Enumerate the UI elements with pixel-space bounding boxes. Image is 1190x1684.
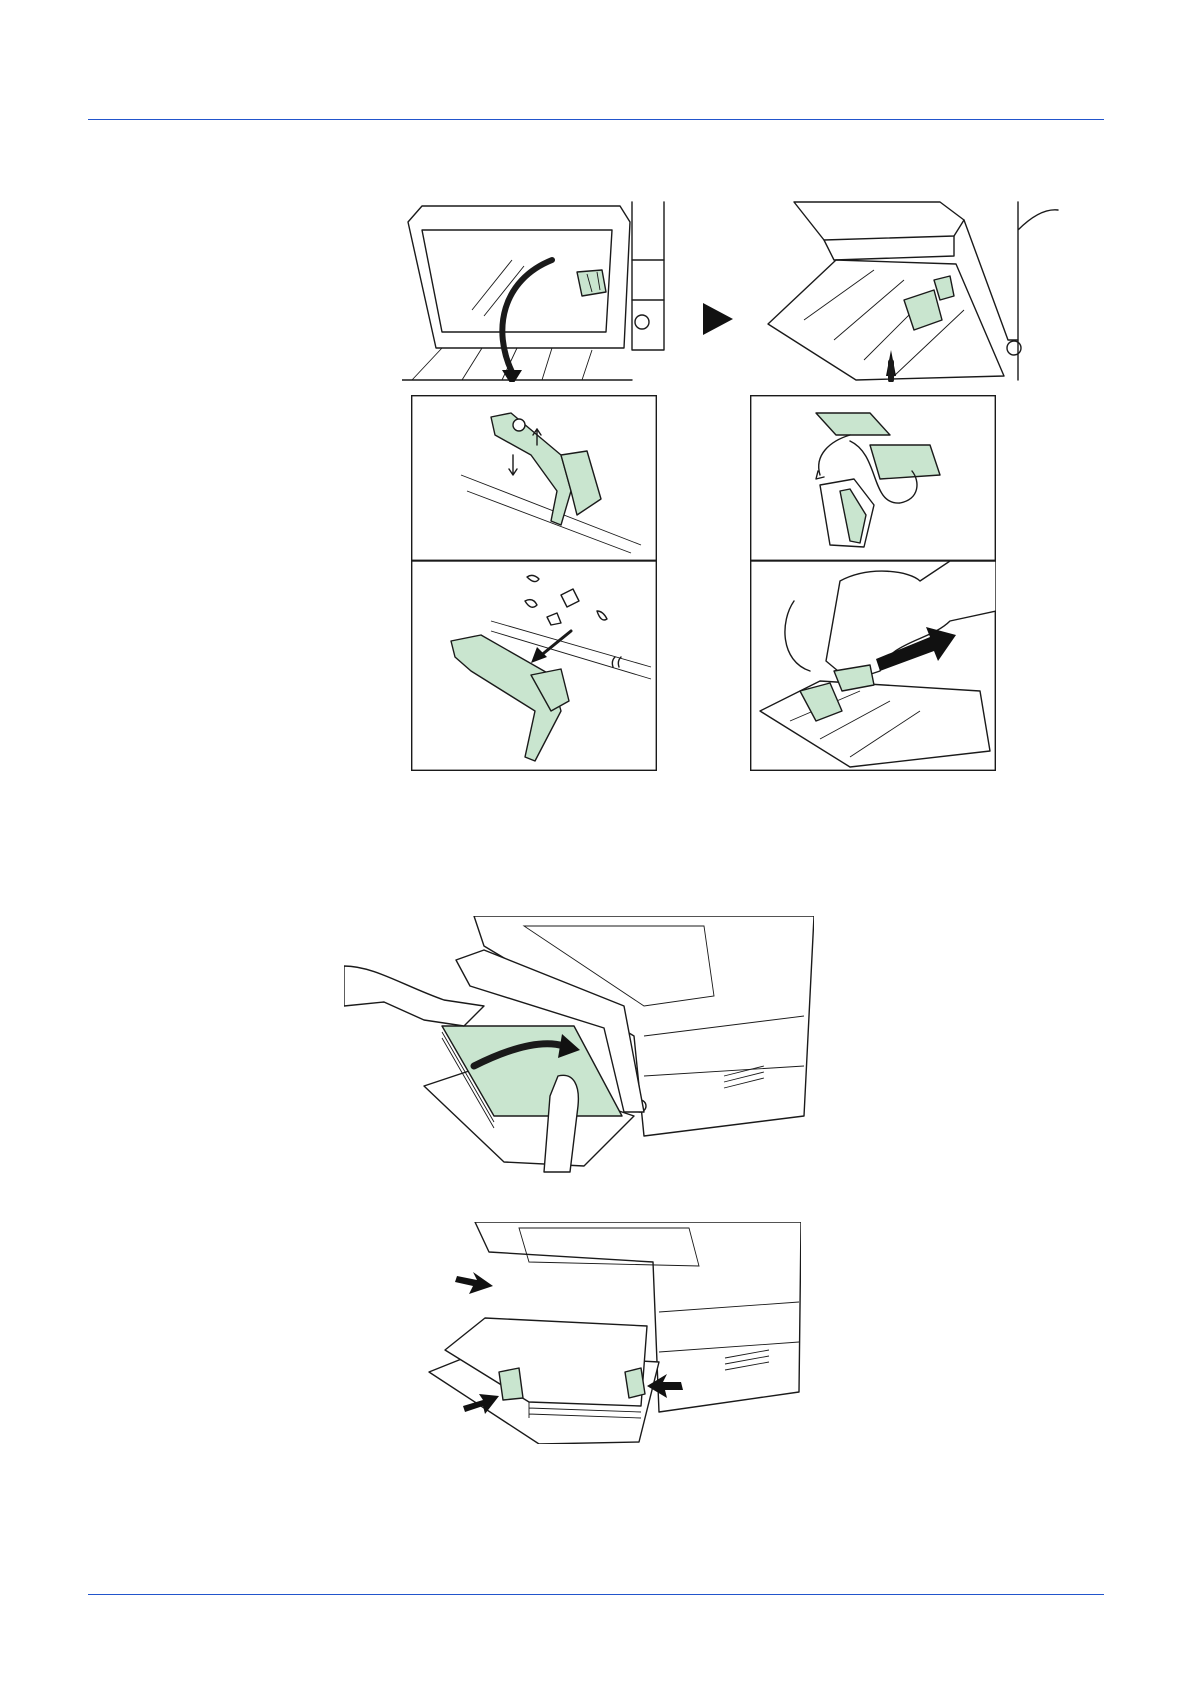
load-paper-illustration — [344, 916, 814, 1176]
printer-open-cover-illustration — [402, 200, 682, 382]
footer-rule — [88, 1594, 1104, 1595]
printer-tray-guide-illustration — [764, 200, 1060, 382]
guide-lift-detail — [411, 395, 657, 561]
guide-slide-detail — [750, 561, 996, 771]
header-rule — [88, 119, 1104, 120]
guide-swap-detail — [750, 395, 996, 561]
guide-remove-detail — [411, 561, 657, 771]
triangle-right-icon — [703, 303, 733, 335]
adjust-paper-guides-illustration — [419, 1222, 801, 1444]
